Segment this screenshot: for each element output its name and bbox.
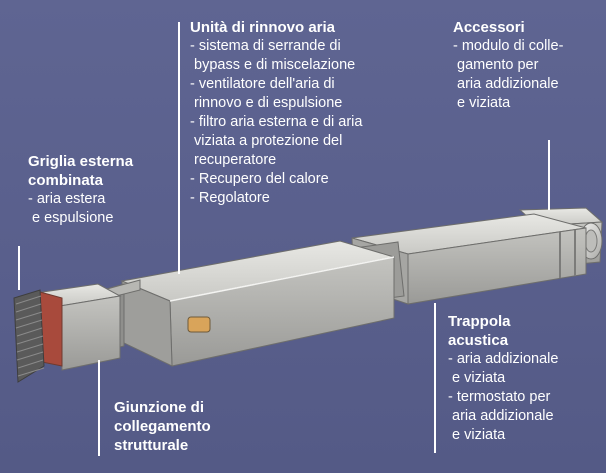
leader-line-griglia [18,246,20,290]
label-unita-rinnovo: Unità di rinnovo aria - sistema di serra… [190,18,430,208]
leader-line-giunzione [98,360,100,456]
label-unita-item: - Recupero del calore [190,171,329,187]
label-trappola-title: acustica [448,332,509,349]
label-unita-item: - filtro aria esterna e di aria [190,114,363,130]
label-giunzione-title: Giunzione di [114,399,204,416]
label-griglia-item: e espulsione [32,210,114,226]
label-trappola-item: aria addizionale [452,408,554,424]
label-griglia: Griglia esterna combinata - aria estera … [28,152,178,228]
main-unit [120,240,395,367]
label-unita-item: - Regolatore [190,190,270,206]
label-unita-item: bypass e di miscelazione [194,57,356,73]
label-unita-item: rinnovo e di espulsione [194,95,343,111]
label-trappola: Trappola acustica - aria addizionale e v… [448,312,603,445]
label-giunzione-title: strutturale [114,437,189,454]
label-accessori-title: Accessori [453,19,525,36]
label-unita-item: recuperatore [194,152,277,168]
label-trappola-item: e viziata [452,370,506,386]
label-giunzione-title: collegamento [114,418,211,435]
label-trappola-item: - aria addizionale [448,351,559,367]
label-accessori-item: aria addizionale [457,76,559,92]
label-accessori: Accessori - modulo di colle- gamento per… [453,18,603,113]
access-panel-icon [187,316,211,333]
label-accessori-item: gamento per [457,57,539,73]
label-griglia-title: Griglia esterna [28,153,134,170]
label-unita-title: Unità di rinnovo aria [190,19,336,36]
label-trappola-title: Trappola [448,313,511,330]
label-trappola-item: - termostato per [448,389,551,405]
leader-line-trappola [434,303,436,453]
label-accessori-item: e viziata [457,95,511,111]
external-grille [13,283,122,383]
label-accessori-item: - modulo di colle- [453,38,564,54]
label-unita-item: viziata a protezione del [194,133,343,149]
label-unita-item: - sistema di serrande di [190,38,341,54]
label-trappola-item: e viziata [452,427,506,443]
label-griglia-item: - aria estera [28,191,106,207]
leader-line-unita [178,22,180,274]
label-giunzione: Giunzione di collegamento strutturale [114,398,274,455]
leader-line-accessori [548,140,550,210]
label-unita-item: - ventilatore dell'aria di [190,76,335,92]
label-griglia-title: combinata [28,172,104,189]
